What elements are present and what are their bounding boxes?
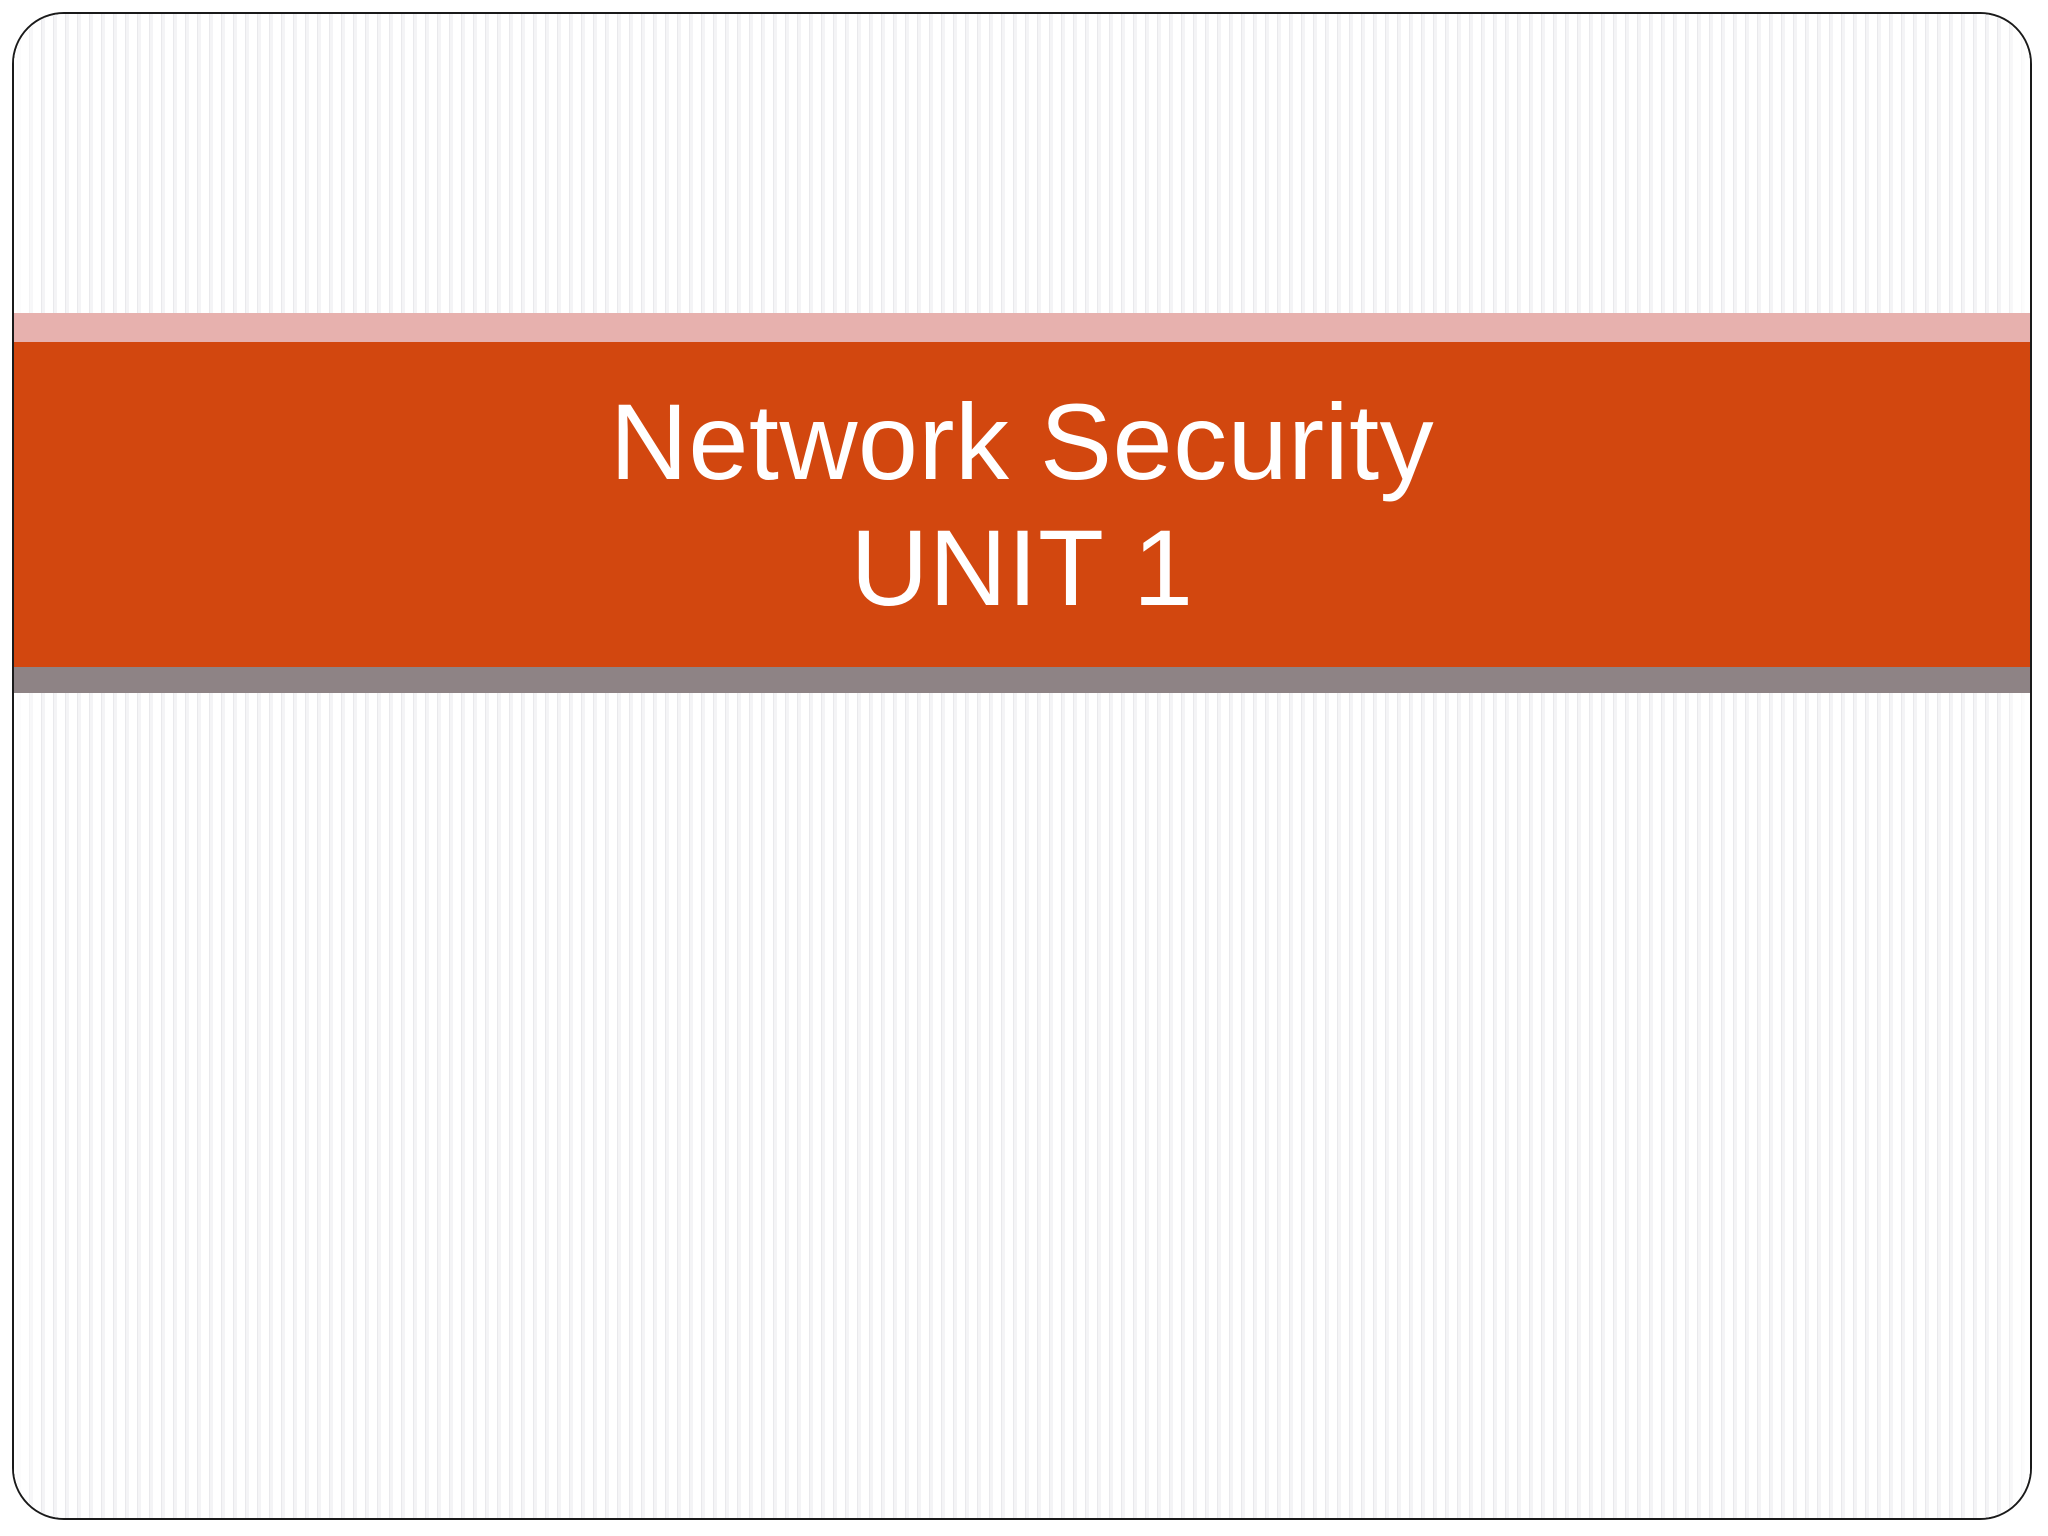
striped-background — [14, 14, 2030, 1518]
slide-title: Network Security UNIT 1 — [14, 342, 2030, 667]
accent-bar-top — [14, 313, 2030, 342]
title-line-primary: Network Security — [609, 381, 1435, 503]
title-line-secondary: UNIT 1 — [850, 506, 1194, 628]
title-banner: Network Security UNIT 1 — [14, 342, 2030, 667]
slide-canvas: Network Security UNIT 1 — [12, 12, 2032, 1520]
accent-bar-bottom — [14, 667, 2030, 693]
